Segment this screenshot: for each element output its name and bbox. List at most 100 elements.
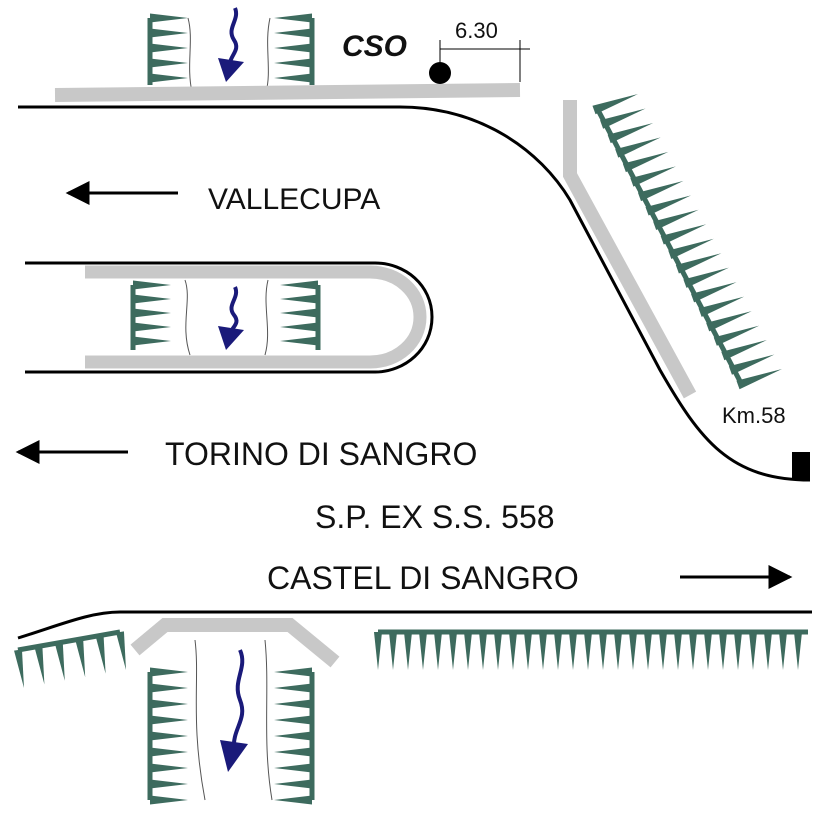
embankment-tooth	[509, 632, 517, 670]
embankment-tooth	[274, 683, 312, 693]
embankment-tooth	[592, 94, 638, 115]
embankment-tooth	[150, 683, 188, 693]
top-stream-crossing	[147, 7, 315, 93]
embankment-tooth	[280, 336, 318, 346]
embankment-tooth	[280, 294, 318, 304]
cso-distance-label: 6.30	[455, 18, 498, 43]
label-torino: TORINO DI SANGRO	[165, 436, 477, 472]
embankment-tooth	[419, 632, 427, 670]
embankment-tooth	[539, 632, 547, 670]
embankment-tooth	[630, 166, 676, 187]
embankment-tooth	[494, 632, 502, 670]
label-castel: CASTEL DI SANGRO	[267, 560, 579, 596]
embankment-tooth	[764, 632, 772, 670]
embankment-tooth	[150, 699, 188, 709]
embankment-tooth	[274, 43, 312, 53]
label-vallecupa: VALLECUPA	[208, 183, 380, 216]
flow-arrowhead	[220, 740, 248, 772]
embankment-tooth	[749, 632, 757, 670]
embankment-tooth	[706, 311, 752, 332]
embankment-tooth	[434, 632, 442, 670]
embankment-tooth	[150, 715, 188, 725]
embankment-tooth	[584, 632, 592, 670]
km-post	[792, 452, 810, 480]
embankment-tooth	[150, 28, 188, 38]
embankment-tooth	[622, 151, 669, 173]
road-edge-upper	[18, 105, 811, 482]
embankment-tooth	[569, 632, 577, 670]
embankment-tooth	[449, 632, 457, 670]
stream-bank-right	[264, 639, 273, 801]
embankment-tooth	[150, 795, 188, 805]
embankment-tooth	[150, 43, 188, 53]
island-outline	[25, 261, 434, 374]
bottom-stream-crossing	[130, 618, 340, 805]
embankment-tooth	[280, 308, 318, 318]
embankment-tooth	[734, 632, 742, 670]
embankment-tooth	[728, 354, 775, 375]
embankment-tooth	[719, 632, 727, 670]
flow-arrowhead	[218, 326, 244, 350]
embankment-tooth	[133, 336, 171, 346]
embankment-tooth	[637, 180, 684, 202]
embankment-tooth	[150, 58, 188, 68]
embankment-tooth	[274, 763, 312, 773]
cso-dot	[429, 62, 451, 84]
embankment-tooth	[674, 632, 682, 670]
middle-crossing	[25, 261, 434, 374]
embankment-tooth	[150, 731, 188, 741]
embankment-tooth	[629, 632, 637, 670]
embankment-tooth	[524, 632, 532, 670]
embankment-tooth	[698, 296, 745, 317]
embankment-right	[274, 13, 315, 85]
embankment-lower-right	[374, 629, 808, 670]
embankment-tooth	[75, 638, 86, 678]
embankment-tooth	[404, 632, 412, 670]
embankment-tooth	[34, 645, 45, 685]
embankment-tooth	[150, 763, 188, 773]
embankment-tooth	[150, 13, 188, 23]
embankment-lower-left	[14, 629, 126, 688]
flow-arrow	[231, 649, 245, 751]
embankment-tooth	[274, 28, 312, 38]
embankment-tooth	[614, 632, 622, 670]
embankment-spine	[17, 629, 121, 653]
km-label: Km.58	[722, 403, 786, 428]
embankment-tooth	[133, 308, 171, 318]
stream-bank-left	[184, 279, 191, 356]
embankment-tooth	[599, 632, 607, 670]
embankment-tooth	[95, 634, 106, 674]
stream-bank-right	[264, 279, 269, 356]
embankment-tooth	[779, 632, 787, 670]
embankment-tooth	[274, 73, 312, 83]
embankment-tooth	[274, 699, 312, 709]
embankment-tooth	[274, 779, 312, 789]
embankment-tooth	[464, 632, 472, 670]
embankment-tooth	[668, 238, 714, 259]
embankment-tooth	[150, 747, 188, 757]
guardrail-bottom	[130, 618, 340, 668]
embankment-tooth	[116, 631, 126, 670]
embankment-tooth	[659, 632, 667, 670]
embankment-tooth	[554, 632, 562, 670]
embankment-tooth	[150, 73, 188, 83]
flow-arrowhead	[218, 58, 244, 82]
embankment-tooth	[150, 779, 188, 789]
embankment-tooth	[274, 747, 312, 757]
embankment-tooth	[54, 642, 65, 681]
embankment-tooth	[683, 267, 729, 288]
embankment-tooth	[274, 58, 312, 68]
embankment-tooth	[14, 649, 24, 688]
cso-marker: CSO 6.30	[342, 18, 530, 84]
embankment-left	[130, 280, 171, 350]
embankment-tooth	[150, 667, 188, 677]
embankment-tooth	[133, 280, 171, 290]
embankment-tooth	[274, 715, 312, 725]
embankment-tooth	[675, 253, 722, 274]
embankment-right-slope	[592, 94, 782, 390]
embankment-tooth	[607, 122, 654, 144]
embankment-tooth	[274, 667, 312, 677]
guardrail-top	[54, 83, 521, 102]
embankment-tooth	[645, 195, 692, 216]
